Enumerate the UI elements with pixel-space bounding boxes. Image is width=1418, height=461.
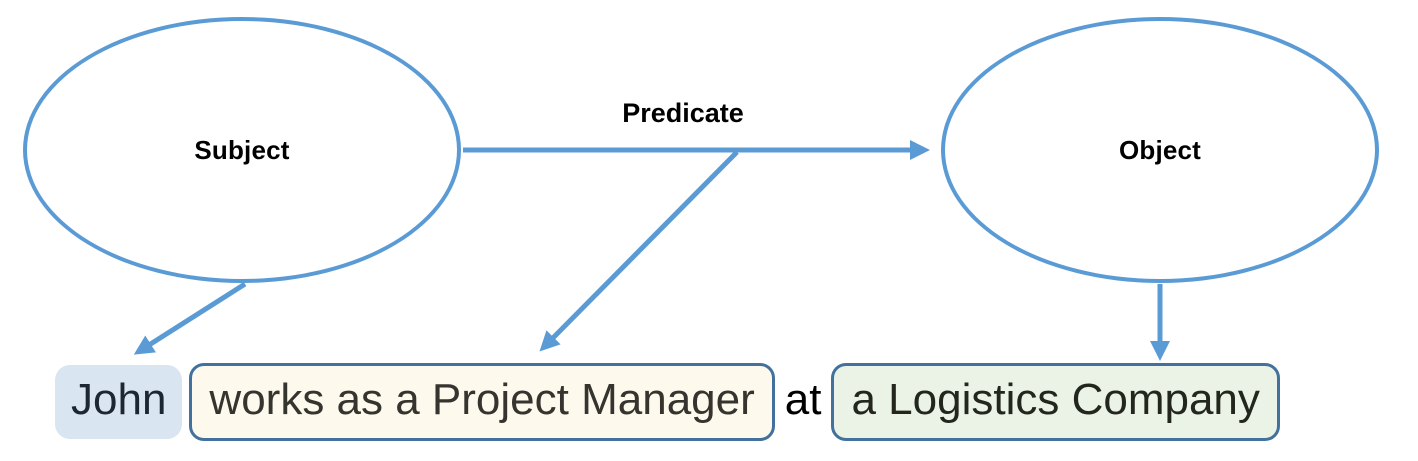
- object-node: Object: [941, 17, 1379, 283]
- subject-to-word-arrow: [133, 281, 247, 355]
- object-phrase-box: a Logistics Company: [831, 363, 1280, 441]
- predicate-edge-label: Predicate: [622, 98, 744, 128]
- predicate-to-phrase-arrow: [539, 150, 739, 352]
- subject-node: Subject: [23, 17, 461, 283]
- connector-word: at: [784, 375, 822, 424]
- predicate-phrase-box: works as a Project Manager: [189, 363, 775, 441]
- subject-node-label: Subject: [194, 134, 290, 165]
- example-sentence: John works as a Project Manager at a Log…: [55, 360, 1280, 444]
- object-node-label: Object: [1118, 134, 1202, 165]
- subject-word-highlight: John: [55, 365, 183, 439]
